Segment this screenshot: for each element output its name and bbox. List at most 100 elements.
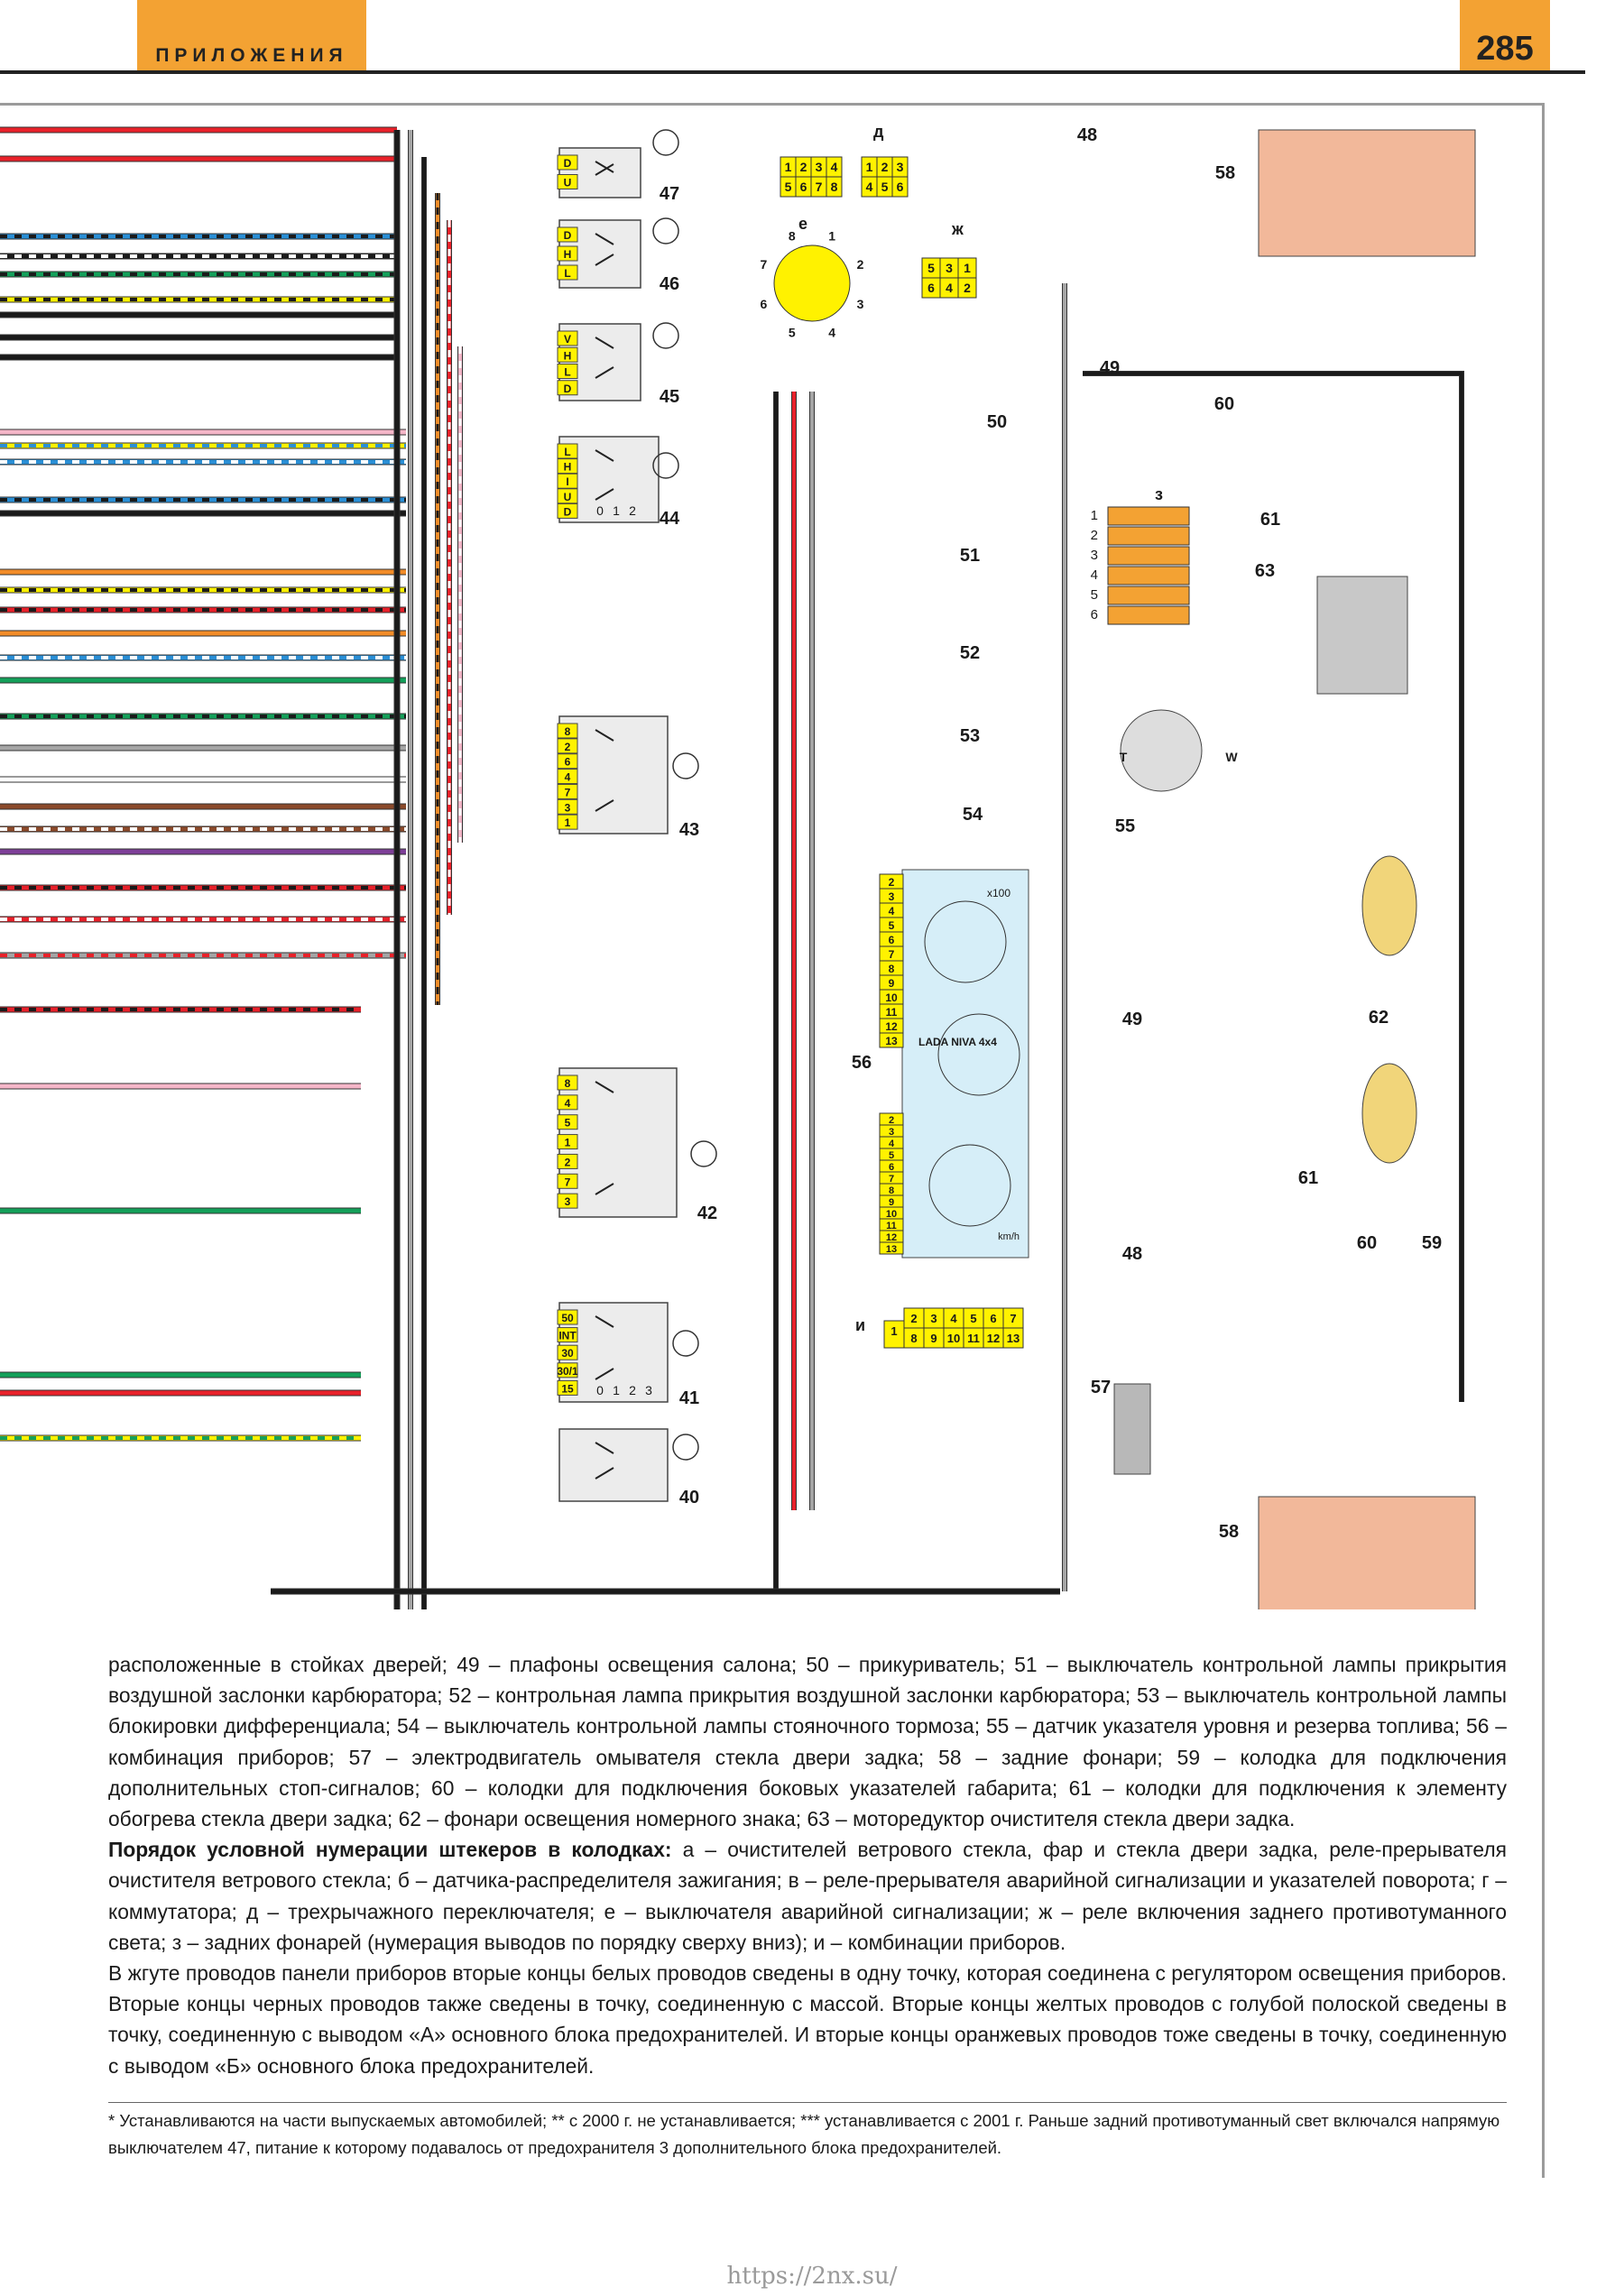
label-text: 0 [596,503,604,518]
label-text: 2 [881,160,889,174]
cluster-pin [879,1241,904,1255]
label-text: U [564,491,572,503]
label-text: 13 [885,1035,898,1047]
distributor-connector [773,244,851,322]
caption-numbering-heading: Порядок условной нумерации штекеров в ко… [108,1838,672,1862]
page-number-tab: 285 [1460,0,1550,70]
label-text: 3 [565,1195,571,1208]
label-text: 7 [1010,1312,1016,1325]
label-text: 49 [1100,358,1120,378]
lamp-connector-cell [1107,566,1190,586]
label-text: 10 [886,1209,897,1220]
plate-lamp [1361,1063,1417,1164]
label-text: 6 [565,756,571,769]
label-text: 13 [1007,1332,1020,1345]
label-text: 57 [1091,1378,1111,1397]
label-text: L [564,366,570,379]
label-text: 8 [889,963,895,975]
lamp-connector-cell [1107,506,1190,526]
label-text: 7 [889,948,895,961]
pin-terminal [557,226,578,243]
label-text: x100 [987,887,1010,899]
label-text: 4 [950,1312,957,1325]
label-text: 6 [927,281,935,295]
label-text: D [564,157,572,170]
label-text: 5 [785,180,792,194]
fuel-sender [1120,709,1203,792]
label-text: 6 [800,180,807,194]
label-text: D [564,229,572,242]
label-text: е [798,215,807,233]
label-text: 4 [828,326,835,340]
pin-terminal [557,783,578,799]
label-text: 8 [789,228,796,243]
label-text: 9 [889,1197,894,1208]
label-text: 8 [831,180,838,194]
section-title: ПРИЛОЖЕНИЯ [155,45,348,66]
label-text: 41 [679,1388,699,1408]
headlight-icon [690,1140,717,1167]
label-text: D [564,383,572,395]
label-text: 54 [963,805,983,825]
pin-terminal [557,245,578,262]
pin-terminal [557,798,578,815]
pin-terminal [557,346,578,363]
label-text: 3 [930,1312,937,1325]
pin-terminal [557,1309,578,1325]
label-text: 59 [1422,1233,1442,1253]
pin-terminal [557,174,578,189]
label-text: 4 [565,1097,571,1110]
label-text: 1 [565,1137,571,1149]
label-text: 2 [857,257,864,272]
label-text: 5 [889,919,895,932]
plate-lamp [1361,855,1417,956]
label-text: 5 [1091,587,1098,603]
instrument-cluster [901,869,1029,1259]
gauge-dial [924,900,1007,983]
label-text: 50 [561,1312,574,1324]
label-text: 1 [785,160,792,174]
label-text: 58 [1219,1522,1239,1542]
label-text: 12 [886,1232,897,1243]
label-text: 4 [889,1139,895,1149]
contact-symbol [595,449,614,501]
label-text: LADA NIVA 4x4 [918,1036,997,1048]
pin-terminal [557,738,578,754]
pin-terminal [557,1173,578,1189]
contact-symbol [595,233,614,266]
label-text: H [564,461,572,474]
label-text: 3 [946,261,953,275]
label-text: 44 [660,509,680,529]
wiper-motor [1316,576,1408,695]
pin-terminal [557,1327,578,1343]
label-text: 1 [565,816,571,829]
pin-terminal [557,1362,578,1379]
diagram-frame [0,103,1545,2178]
label-text: 8 [910,1332,917,1345]
label-text: D [564,505,572,518]
label-text: 6 [889,1162,894,1173]
label-text: L [564,446,570,458]
label-text: 1 [613,1383,620,1397]
label-text: 52 [960,643,980,663]
label-text: 2 [629,1383,636,1397]
footnote-rule [108,2102,1507,2103]
label-text: 40 [679,1488,699,1508]
label-text: 8 [889,1185,894,1196]
label-text: 3 [897,160,904,174]
label-text: 5 [927,261,935,275]
label-text: 6 [1091,607,1098,622]
label-text: 6 [889,934,895,946]
label-text: 2 [800,160,807,174]
label-text: 47 [660,184,679,204]
label-text: 12 [987,1332,1000,1345]
label-text: 6 [897,180,904,194]
label-text: 6 [761,297,768,311]
label-text: 4 [946,281,953,295]
label-text: з [1155,485,1163,503]
label-text: 3 [857,297,864,311]
label-text: 48 [1077,125,1097,145]
label-text: 5 [789,326,796,340]
caption-numbering: Порядок условной нумерации штекеров в ко… [108,1834,1507,1958]
